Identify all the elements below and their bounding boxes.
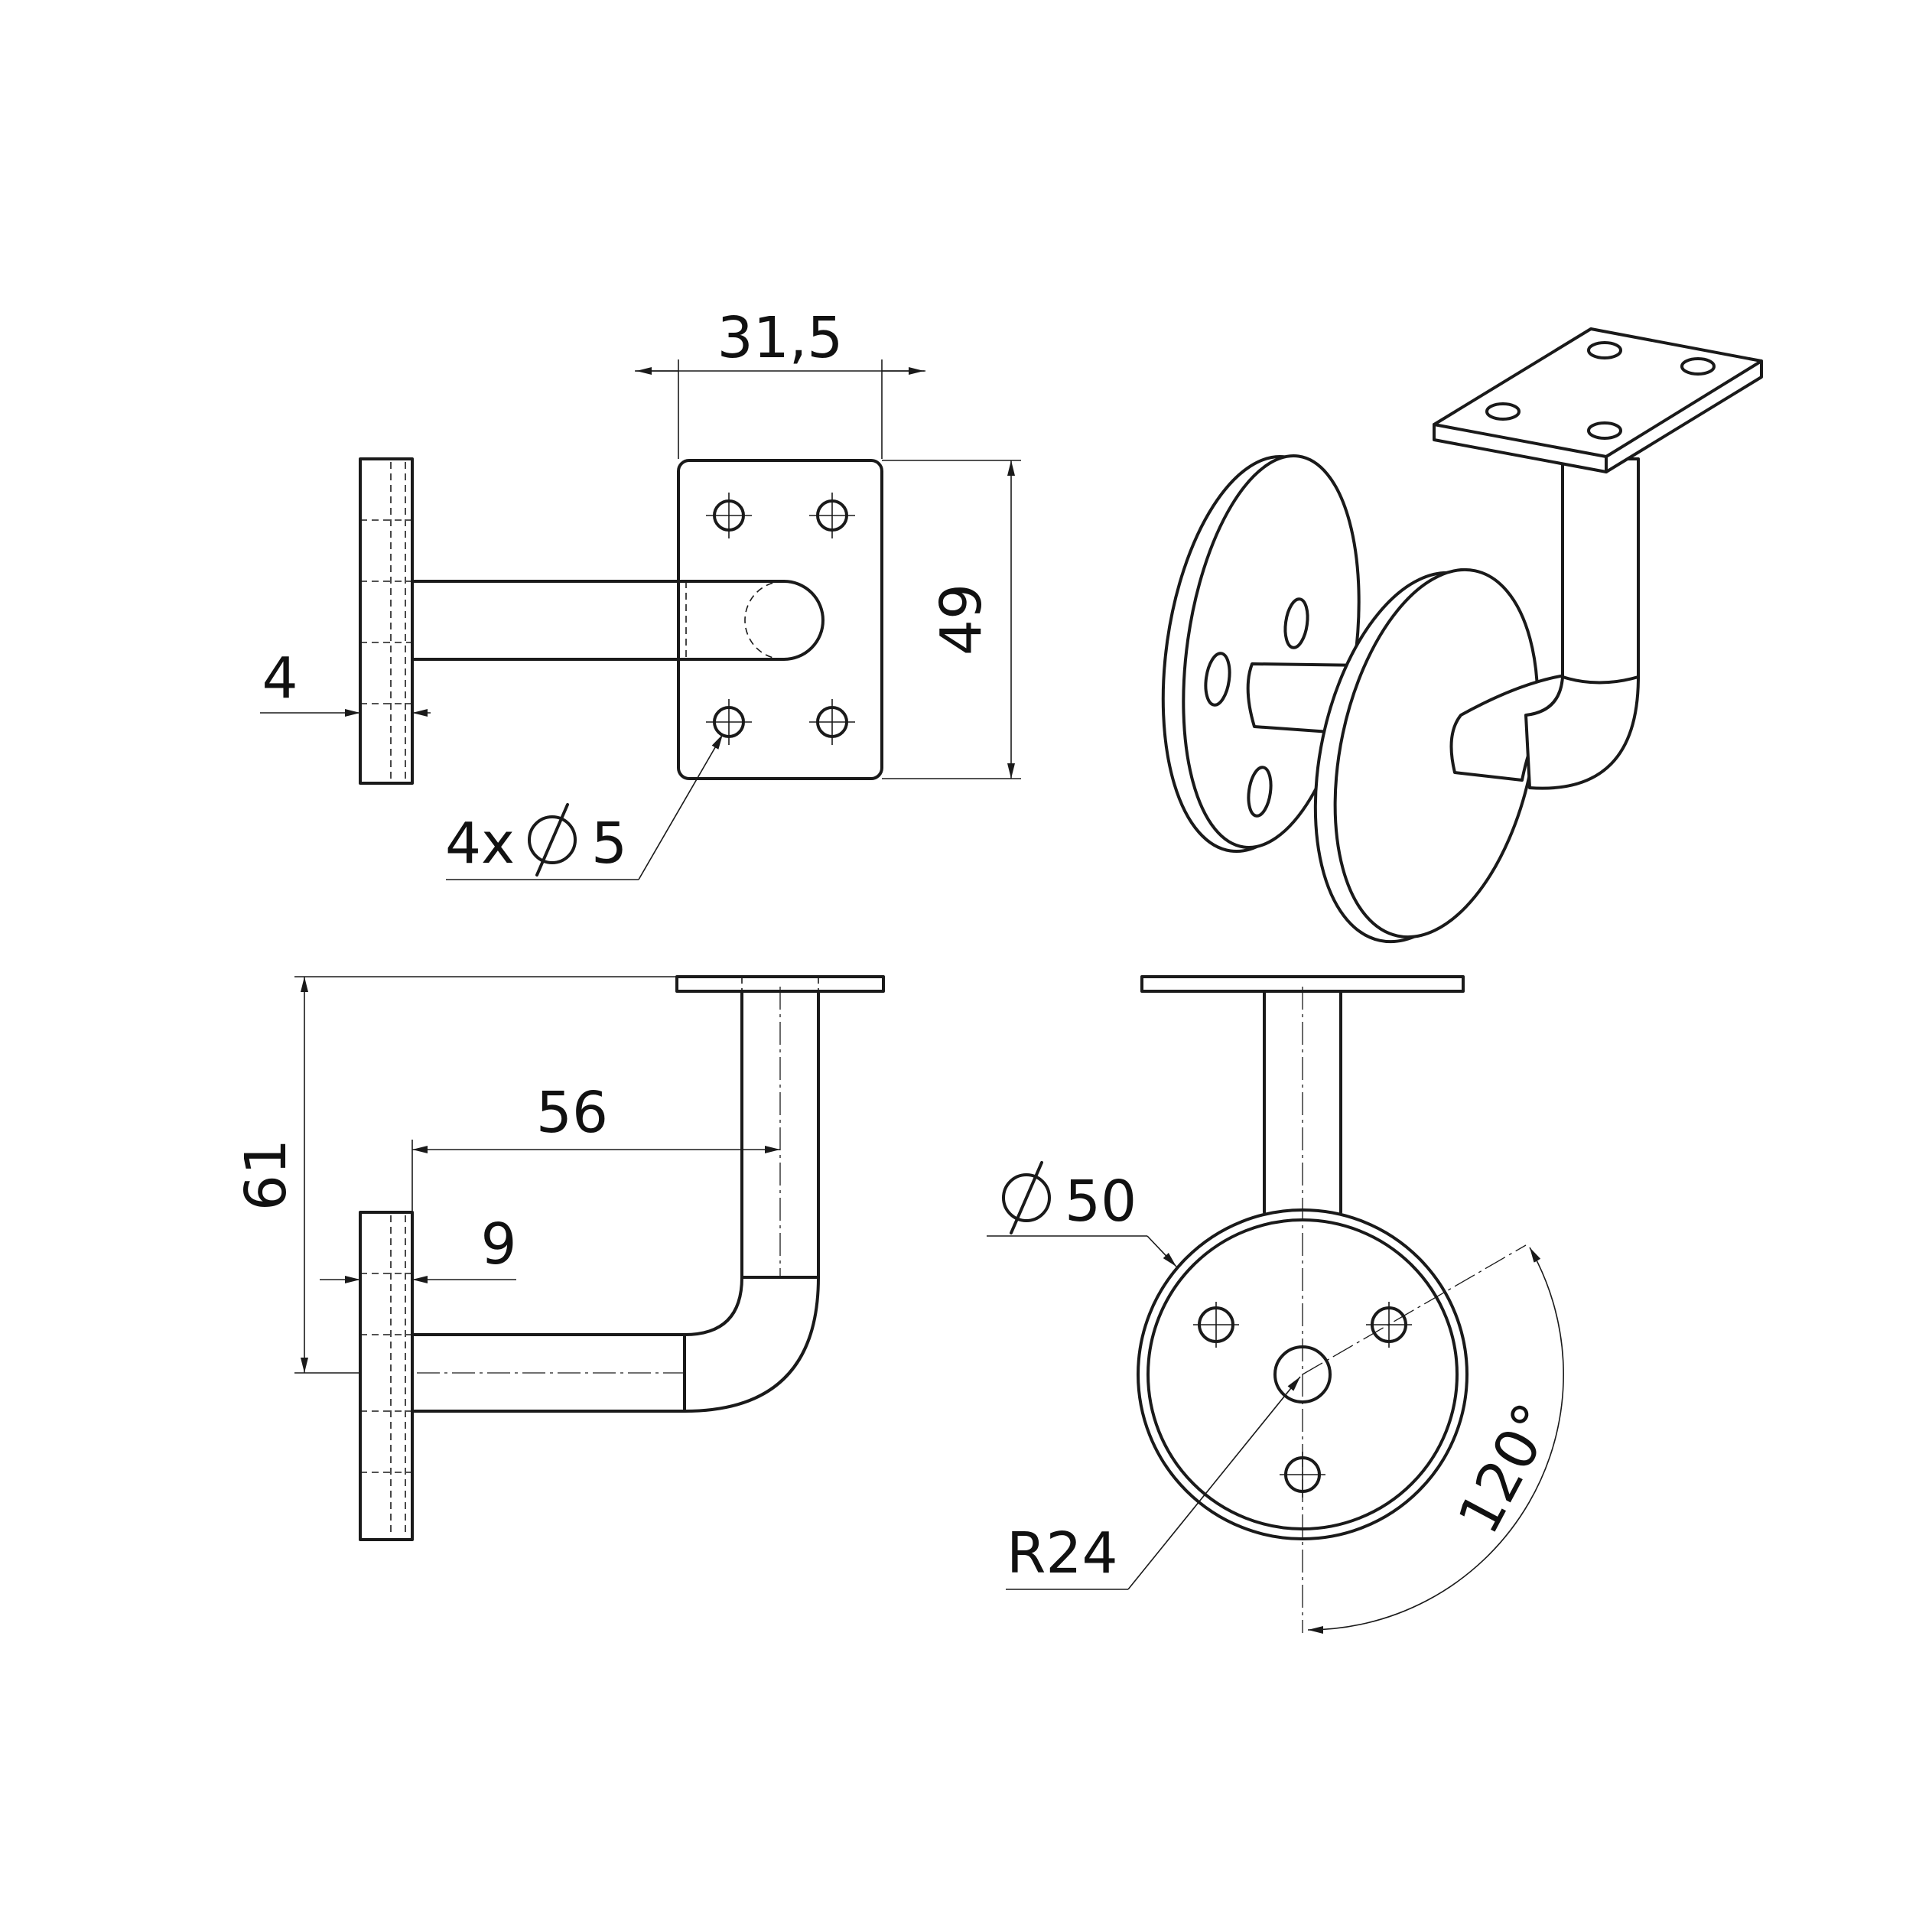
dim-disc-diameter: 50 [1065,1169,1137,1234]
side-view [294,975,885,1541]
top-plate [1433,327,1763,473]
wall-plate-side [359,1211,414,1541]
dim-radius: R24 [1007,1521,1118,1586]
saddle-plate [677,459,883,780]
dim-holes-prefix: 4x [445,811,515,877]
dim-plate-width: 31,5 [717,305,844,371]
front-view [987,975,1564,1634]
plate-holes [706,493,855,745]
dim-holes-value: 5 [591,811,627,877]
isometric-view [1161,327,1763,944]
wall-plate [359,457,414,785]
dim-angle: 120° [1446,1393,1568,1544]
top-view [260,359,1021,880]
diameter-icon [528,803,577,877]
dim-wall-plate-thickness: 4 [262,646,298,711]
dim-projection: 56 [536,1080,608,1146]
dim-plate-height: 49 [929,584,994,655]
diameter-icon [1002,1161,1051,1234]
dim-offset: 9 [480,1212,516,1277]
dim-height: 61 [233,1139,299,1211]
